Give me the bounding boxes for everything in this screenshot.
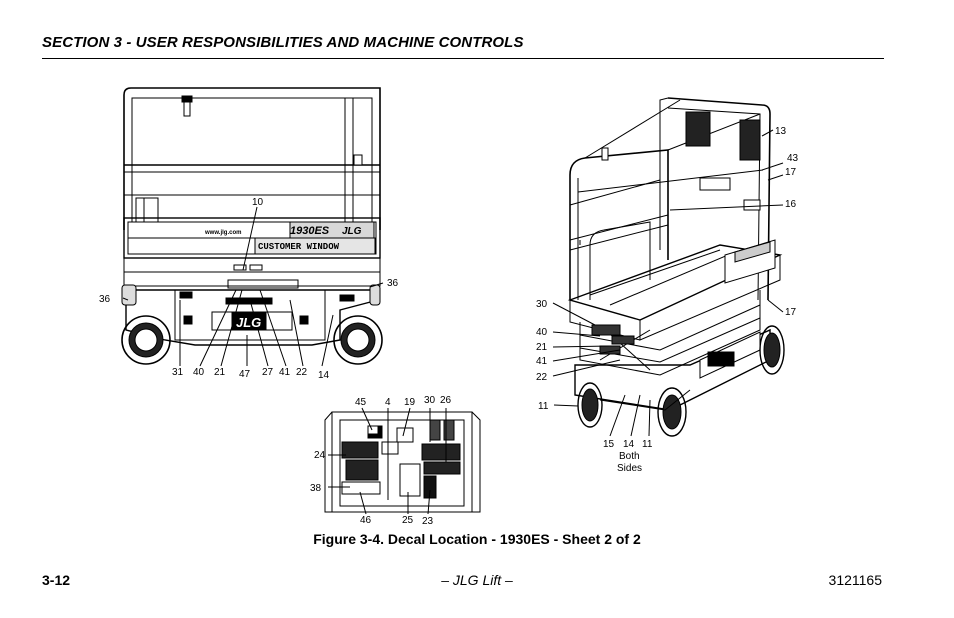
callout-iso-11-right: 11 (642, 439, 653, 450)
detail-view-drawing (324, 407, 481, 515)
callout-side-47: 47 (239, 369, 251, 380)
callout-detail-26: 26 (440, 395, 452, 406)
callout-iso-22: 22 (536, 372, 548, 383)
side-view-drawing (121, 87, 384, 367)
section-title: SECTION 3 - USER RESPONSIBILITIES AND MA… (42, 34, 524, 51)
callout-detail-25: 25 (402, 515, 414, 526)
callout-iso-41: 41 (536, 356, 548, 367)
callout-side-31: 31 (172, 367, 184, 378)
footer-title: – JLG Lift – (441, 572, 513, 588)
callout-iso-43: 43 (787, 153, 799, 164)
callout-iso-17-top: 17 (785, 167, 797, 178)
callout-detail-38: 38 (310, 483, 322, 494)
callout-iso-14: 14 (623, 439, 635, 450)
callout-side-14: 14 (318, 370, 330, 381)
callout-side-21: 21 (214, 367, 226, 378)
callout-side-36-left: 36 (99, 294, 111, 305)
callout-side-22: 22 (296, 367, 308, 378)
both-sides-label-line1: Both (619, 451, 640, 462)
callout-iso-40: 40 (536, 327, 548, 338)
isometric-view-drawing (552, 97, 785, 437)
document-number: 3121165 (828, 572, 882, 588)
callout-detail-45: 45 (355, 397, 367, 408)
page-number: 3-12 (42, 572, 71, 588)
header-rule (42, 58, 884, 59)
model-decal: 1930ES (290, 225, 330, 237)
callout-detail-24: 24 (314, 450, 326, 461)
both-sides-label-line2: Sides (617, 463, 642, 474)
callout-side-27: 27 (262, 367, 274, 378)
callout-side-36-right: 36 (387, 278, 399, 289)
brand-decal-small: JLG (342, 226, 362, 237)
brand-decal-chassis: JLG (236, 315, 261, 330)
callout-iso-11-left: 11 (538, 401, 549, 412)
customer-window-decal: CUSTOMER WINDOW (258, 242, 340, 252)
callout-detail-19: 19 (404, 397, 416, 408)
callout-detail-23: 23 (422, 516, 434, 527)
callout-iso-15: 15 (603, 439, 615, 450)
url-decal: www.jlg.com (204, 230, 241, 236)
callout-side-10: 10 (252, 197, 264, 208)
callout-side-40: 40 (193, 367, 205, 378)
callout-detail-46: 46 (360, 515, 372, 526)
figure-caption: Figure 3-4. Decal Location - 1930ES - Sh… (313, 531, 641, 547)
callout-side-41: 41 (279, 367, 291, 378)
callout-iso-17-bottom: 17 (785, 307, 797, 318)
callout-iso-30: 30 (536, 299, 548, 310)
callout-detail-4: 4 (385, 397, 391, 408)
callout-detail-30: 30 (424, 395, 436, 406)
callout-iso-21: 21 (536, 342, 548, 353)
callout-iso-13: 13 (775, 126, 787, 137)
callout-iso-16: 16 (785, 199, 797, 210)
